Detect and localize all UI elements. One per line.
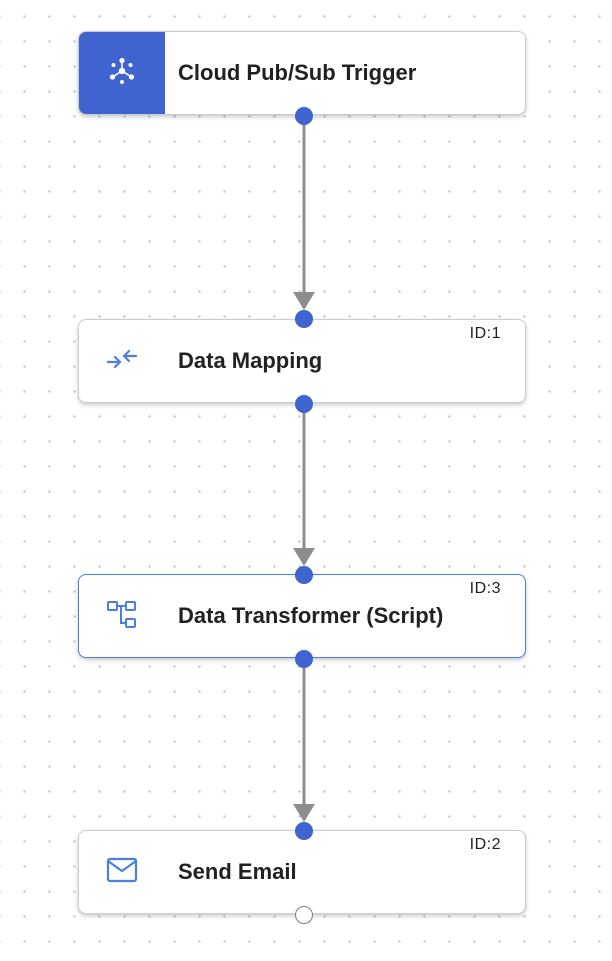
data-transformer-icon: [104, 596, 140, 637]
node-cloud-pubsub-trigger[interactable]: Cloud Pub/Sub Trigger: [78, 31, 526, 115]
node-id-label: ID:1: [469, 325, 501, 342]
transformer-icon-box: [79, 575, 165, 657]
node-id-label: ID:2: [469, 836, 501, 853]
mapping-icon-box: [79, 320, 165, 402]
edge-trigger-to-mapping[interactable]: [293, 124, 315, 310]
node-title: Data Transformer (Script): [178, 603, 444, 628]
data-mapping-icon: [102, 343, 142, 380]
edge-transformer-to-email[interactable]: [293, 667, 315, 822]
email-output-port[interactable]: [295, 906, 313, 924]
node-title: Send Email: [178, 859, 297, 884]
node-title: Data Mapping: [178, 348, 323, 373]
mapping-output-port[interactable]: [295, 395, 313, 413]
email-icon-box: [79, 831, 165, 913]
node-data-mapping[interactable]: Data Mapping ID:1: [78, 319, 526, 403]
node-id-label: ID:3: [469, 580, 501, 597]
node-data-transformer[interactable]: Data Transformer (Script) ID:3: [78, 574, 526, 658]
email-input-port[interactable]: [295, 822, 313, 840]
edge-mapping-to-transformer[interactable]: [293, 412, 315, 566]
node-send-email[interactable]: Send Email ID:2: [78, 830, 526, 914]
pubsub-icon: [106, 55, 138, 92]
node-title: Cloud Pub/Sub Trigger: [178, 60, 417, 85]
email-icon: [104, 855, 140, 890]
mapping-input-port[interactable]: [295, 310, 313, 328]
transformer-output-port[interactable]: [295, 650, 313, 668]
trigger-output-port[interactable]: [295, 107, 313, 125]
trigger-icon-box: [79, 32, 165, 114]
transformer-input-port[interactable]: [295, 566, 313, 584]
